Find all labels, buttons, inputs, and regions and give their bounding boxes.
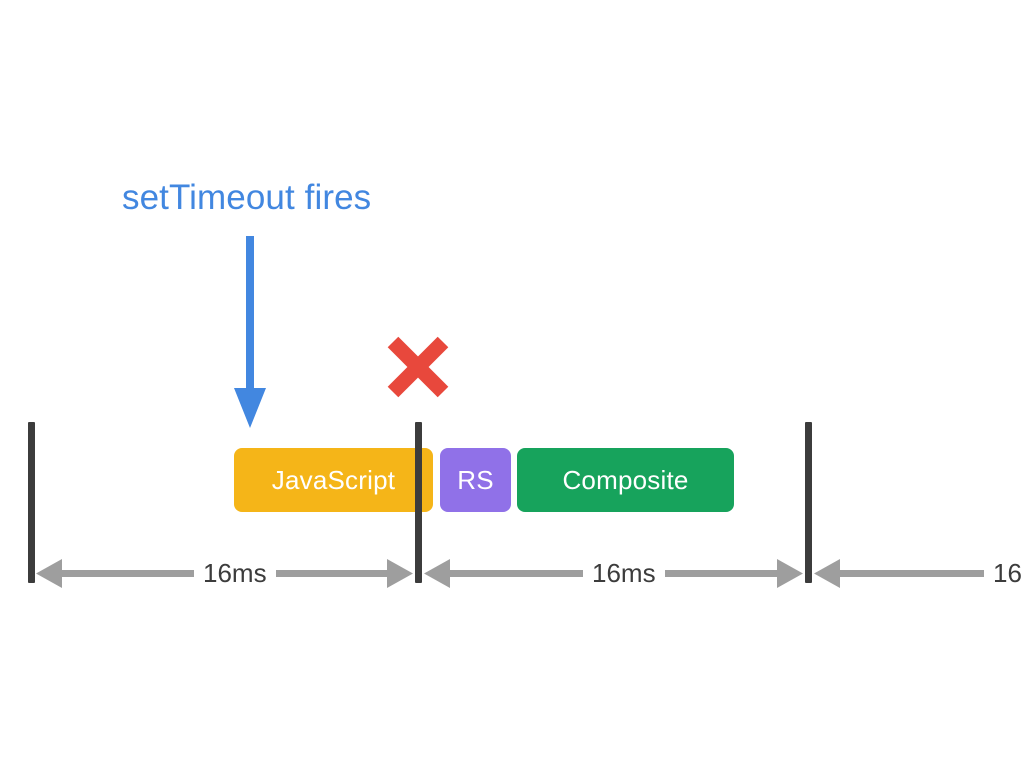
task-bar-javascript[interactable]: JavaScript: [234, 448, 433, 512]
frame-boundary-tick: [415, 422, 422, 583]
red-x-icon: [385, 334, 451, 400]
interval-label: 16ms: [583, 556, 665, 590]
interval-arrow: [814, 558, 1024, 590]
down-arrow-icon: [231, 236, 269, 428]
interval-label: 16: [984, 556, 1024, 590]
interval-label: 16ms: [194, 556, 276, 590]
task-bar-composite[interactable]: Composite: [517, 448, 734, 512]
frame-boundary-tick: [805, 422, 812, 583]
settimeout-annotation-label: setTimeout fires: [122, 178, 372, 217]
task-bar-rs[interactable]: RS: [440, 448, 511, 512]
frame-boundary-tick: [28, 422, 35, 583]
